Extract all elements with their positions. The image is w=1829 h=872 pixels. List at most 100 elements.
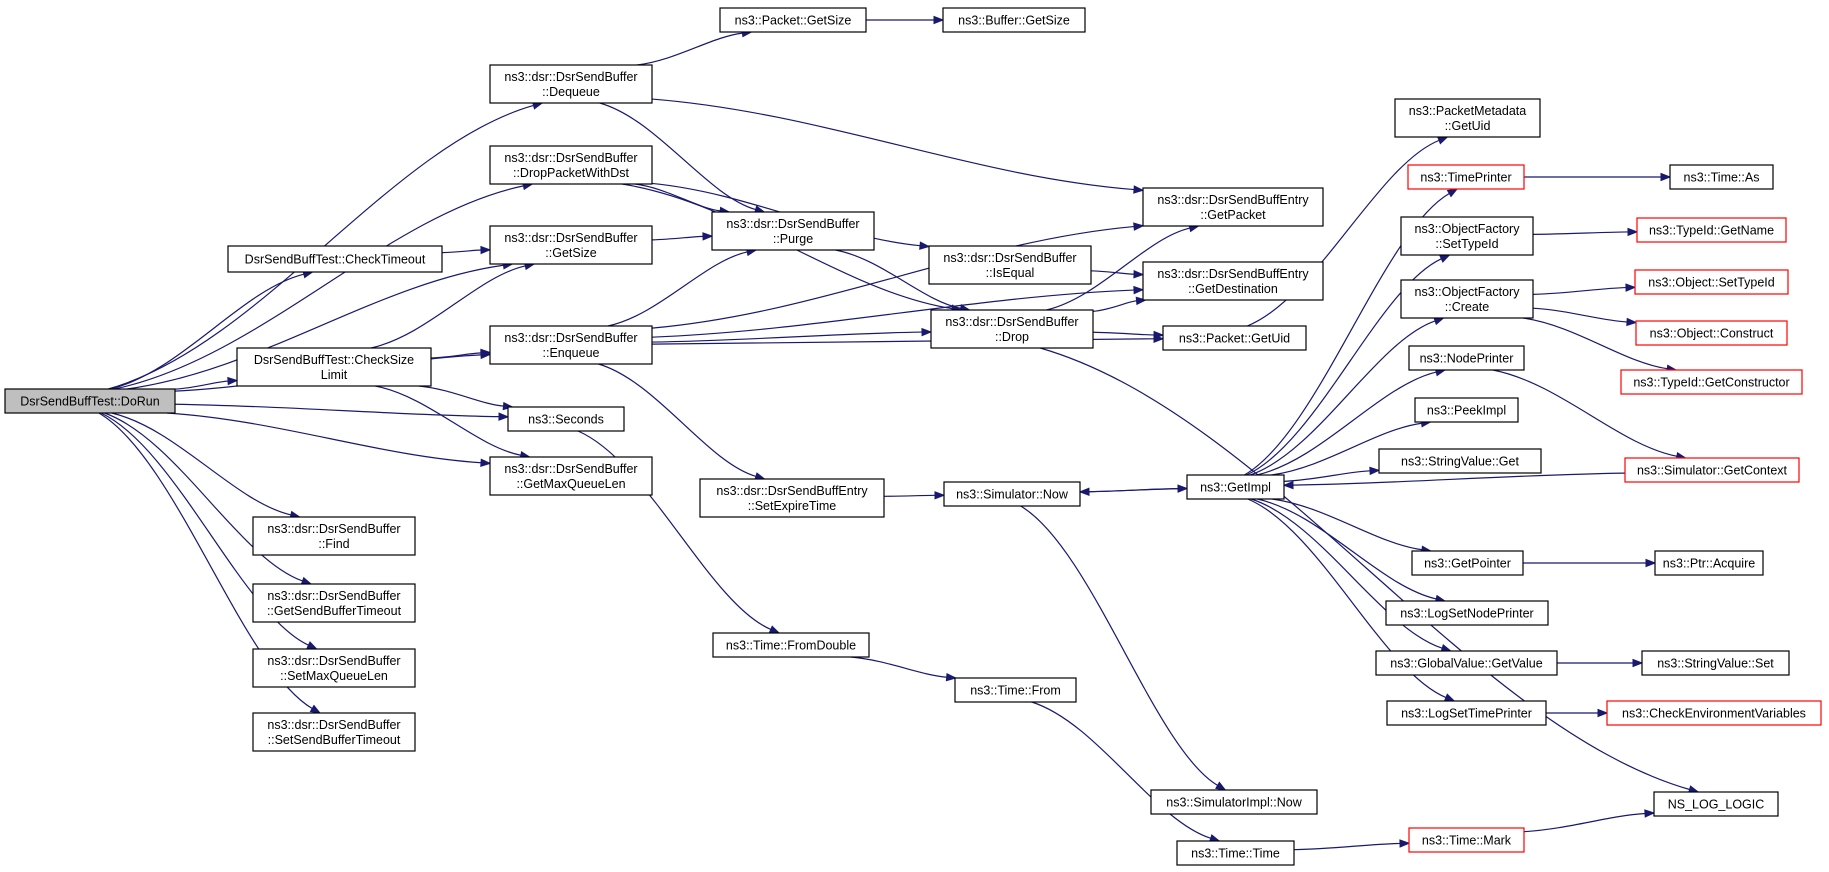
node-box <box>1176 840 1295 866</box>
node-root[interactable]: DsrSendBuffTest::DoRun <box>4 388 176 414</box>
node-nodeprinter[interactable]: ns3::NodePrinter <box>1408 345 1525 371</box>
node-objsettype[interactable]: ns3::Object::SetTypeId <box>1634 269 1789 295</box>
node-getimpl[interactable]: ns3::GetImpl <box>1186 474 1285 500</box>
node-ptracquire[interactable]: ns3::Ptr::Acquire <box>1654 550 1764 576</box>
node-checktimeout[interactable]: DsrSendBuffTest::CheckTimeout <box>227 245 443 273</box>
edge-line <box>634 183 721 212</box>
node-getmaxq[interactable]: ns3::dsr::DsrSendBuffer::GetMaxQueueLen <box>489 456 653 496</box>
node-ofcreate[interactable]: ns3::ObjectFactory::Create <box>1400 279 1534 319</box>
edge-line <box>607 251 748 327</box>
node-setmaxq[interactable]: ns3::dsr::DsrSendBuffer::SetMaxQueueLen <box>252 648 416 688</box>
node-find[interactable]: ns3::dsr::DsrSendBuffer::Find <box>252 516 416 556</box>
node-label: ns3::Time::Mark <box>1422 834 1512 848</box>
node-ofsettype[interactable]: ns3::ObjectFactory::SetTypeId <box>1400 216 1534 256</box>
node-label: ns3::dsr::DsrSendBuffer <box>504 151 637 165</box>
node-timeas[interactable]: ns3::Time::As <box>1669 164 1774 190</box>
node-objconstruct[interactable]: ns3::Object::Construct <box>1635 320 1788 346</box>
arrowhead <box>498 412 510 421</box>
node-box <box>1186 474 1285 500</box>
node-checkenv[interactable]: ns3::CheckEnvironmentVariables <box>1606 700 1822 726</box>
node-timeprinter[interactable]: ns3::TimePrinter <box>1407 164 1525 190</box>
node-label: ::Enqueue <box>543 346 600 360</box>
node-label: DsrSendBuffTest::CheckSize <box>254 353 414 367</box>
node-label: ns3::Packet::GetSize <box>735 14 852 28</box>
node-simnow[interactable]: ns3::Simulator::Now <box>943 481 1081 507</box>
node-label: ::Dequeue <box>542 85 600 99</box>
node-isequal[interactable]: ns3::dsr::DsrSendBuffer::IsEqual <box>928 245 1092 285</box>
node-setsbt[interactable]: ns3::dsr::DsrSendBuffer::SetSendBufferTi… <box>252 712 416 752</box>
node-label: ns3::StringValue::Set <box>1657 657 1774 671</box>
arrowhead <box>1133 222 1145 231</box>
node-label: ns3::GlobalValue::GetValue <box>1390 657 1542 671</box>
arrowhead <box>1627 227 1639 237</box>
node-box <box>1378 448 1542 474</box>
node-svset[interactable]: ns3::StringValue::Set <box>1641 650 1790 676</box>
edge-dequeue-to-getpacket <box>651 98 1145 194</box>
node-label: ns3::dsr::DsrSendBuffEntry <box>716 484 868 498</box>
arrowhead <box>1597 708 1609 718</box>
node-box <box>507 406 625 432</box>
node-label: DsrSendBuffTest::CheckTimeout <box>245 253 426 267</box>
node-box <box>1620 369 1803 395</box>
node-simgetctx[interactable]: ns3::Simulator::GetContext <box>1624 457 1800 483</box>
node-timemark[interactable]: ns3::Time::Mark <box>1408 827 1525 853</box>
node-svget[interactable]: ns3::StringValue::Get <box>1378 448 1542 474</box>
node-nslog[interactable]: NS_LOG_LOGIC <box>1653 791 1779 817</box>
node-box <box>1407 164 1525 190</box>
node-getpointer[interactable]: ns3::GetPointer <box>1411 550 1524 576</box>
node-droppkt[interactable]: ns3::dsr::DsrSendBuffer::DropPacketWithD… <box>489 145 653 185</box>
node-pkt_getsize[interactable]: ns3::Packet::GetSize <box>719 7 867 33</box>
node-label: Limit <box>321 368 348 382</box>
node-pktmeta[interactable]: ns3::PacketMetadata::GetUid <box>1394 98 1541 138</box>
node-box <box>1375 650 1558 676</box>
edge-line <box>1250 320 1436 476</box>
node-seconds[interactable]: ns3::Seconds <box>507 406 625 432</box>
edge-drop-to-nslog <box>1039 347 1700 794</box>
node-box <box>943 481 1081 507</box>
node-label: ::GetSendBufferTimeout <box>267 604 402 618</box>
edge-line <box>1522 317 1668 370</box>
edge-line <box>1246 139 1440 327</box>
edge-timemark-to-nslog <box>1523 809 1656 833</box>
node-label: ns3::TypeId::GetName <box>1649 224 1774 238</box>
node-purge[interactable]: ns3::dsr::DsrSendBuffer::Purge <box>711 211 875 251</box>
node-dequeue[interactable]: ns3::dsr::DsrSendBuffer::Dequeue <box>489 64 653 104</box>
node-getpacket[interactable]: ns3::dsr::DsrSendBuffEntry::GetPacket <box>1142 187 1324 227</box>
node-getdest[interactable]: ns3::dsr::DsrSendBuffEntry::GetDestinati… <box>1142 261 1324 301</box>
arrowhead <box>1369 466 1381 476</box>
edge-line <box>1256 371 1437 476</box>
node-logsettime[interactable]: ns3::LogSetTimePrinter <box>1386 700 1547 726</box>
node-box <box>252 712 416 752</box>
edge-line <box>166 412 482 464</box>
node-tidgetname[interactable]: ns3::TypeId::GetName <box>1636 217 1787 243</box>
edge-getpointer-to-ptracquire <box>1522 558 1657 568</box>
node-box <box>1635 320 1788 346</box>
node-pkt_getuid[interactable]: ns3::Packet::GetUid <box>1162 325 1307 351</box>
node-label: ns3::dsr::DsrSendBuffer <box>267 718 400 732</box>
node-label: ::GetSize <box>545 246 596 260</box>
node-label: ::Find <box>318 537 349 551</box>
node-gvgetvalue[interactable]: ns3::GlobalValue::GetValue <box>1375 650 1558 676</box>
node-setexpire[interactable]: ns3::dsr::DsrSendBuffEntry::SetExpireTim… <box>699 478 885 518</box>
node-timefrom[interactable]: ns3::Time::From <box>954 677 1077 703</box>
edge-line <box>1092 331 1155 336</box>
node-drop[interactable]: ns3::dsr::DsrSendBuffer::Drop <box>930 309 1094 349</box>
node-getsize_buf[interactable]: ns3::dsr::DsrSendBuffer::GetSize <box>489 225 653 265</box>
edge-layer <box>98 15 1700 851</box>
edge-line <box>651 331 923 343</box>
node-box <box>1400 216 1534 256</box>
node-tidgetctor[interactable]: ns3::TypeId::GetConstructor <box>1620 369 1803 395</box>
edge-line <box>1492 369 1677 457</box>
node-simimplnow[interactable]: ns3::SimulatorImpl::Now <box>1150 789 1318 815</box>
node-buf_getsize[interactable]: ns3::Buffer::GetSize <box>942 7 1086 33</box>
arrowhead <box>934 491 946 500</box>
node-timetime[interactable]: ns3::Time::Time <box>1176 840 1295 866</box>
edge-line <box>835 249 961 309</box>
node-fromdouble[interactable]: ns3::Time::FromDouble <box>712 632 870 658</box>
node-peekimpl[interactable]: ns3::PeekImpl <box>1414 397 1519 423</box>
node-logsetnode[interactable]: ns3::LogSetNodePrinter <box>1385 600 1549 626</box>
node-getsbt[interactable]: ns3::dsr::DsrSendBuffer::GetSendBufferTi… <box>252 583 416 623</box>
node-enqueue[interactable]: ns3::dsr::DsrSendBuffer::Enqueue <box>489 325 653 365</box>
node-box <box>1653 791 1779 817</box>
